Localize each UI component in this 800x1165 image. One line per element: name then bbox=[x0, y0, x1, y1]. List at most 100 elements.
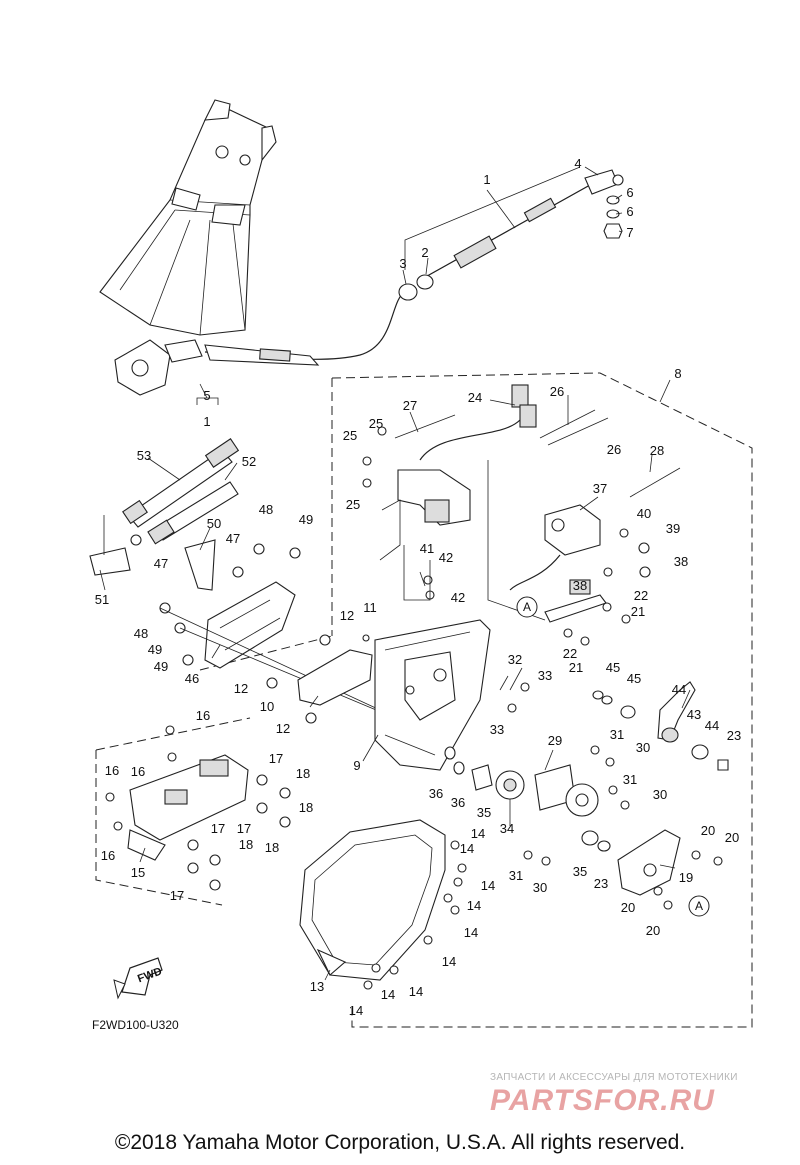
callout-13: 13 bbox=[310, 979, 324, 994]
callout-5: 5 bbox=[203, 388, 210, 403]
callout-44: 44 bbox=[672, 682, 686, 697]
watermark-logo: PARTSFOR.RU bbox=[490, 1084, 715, 1117]
callout-31: 31 bbox=[623, 772, 637, 787]
callout-24: 24 bbox=[468, 390, 482, 405]
callout-23: 23 bbox=[594, 876, 608, 891]
callout-18: 18 bbox=[299, 800, 313, 815]
callout-16: 16 bbox=[101, 848, 115, 863]
callout-17: 17 bbox=[211, 821, 225, 836]
callout-40: 40 bbox=[637, 506, 651, 521]
callout-18: 18 bbox=[296, 766, 310, 781]
callout-20: 20 bbox=[621, 900, 635, 915]
callout-20: 20 bbox=[701, 823, 715, 838]
callout-16: 16 bbox=[105, 763, 119, 778]
callout-36: 36 bbox=[429, 786, 443, 801]
callout-4: 4 bbox=[574, 156, 581, 171]
ref-circle-a-1: A bbox=[523, 600, 531, 614]
ref-circle-a-2: A bbox=[695, 899, 703, 913]
callout-14: 14 bbox=[409, 984, 423, 999]
callout-34: 34 bbox=[500, 821, 514, 836]
callout-42: 42 bbox=[439, 550, 453, 565]
callout-51: 51 bbox=[95, 592, 109, 607]
callout-46: 46 bbox=[185, 671, 199, 686]
sensor-bracket-image bbox=[509, 504, 651, 646]
callout-32: 32 bbox=[508, 652, 522, 667]
callout-31: 31 bbox=[509, 868, 523, 883]
callout-49: 49 bbox=[148, 642, 162, 657]
callout-49: 49 bbox=[154, 659, 168, 674]
callout-1: 1 bbox=[483, 172, 490, 187]
callout-44: 44 bbox=[705, 718, 719, 733]
callout-22: 22 bbox=[634, 588, 648, 603]
cable-ties-image bbox=[394, 409, 681, 498]
callout-42: 42 bbox=[451, 590, 465, 605]
callout-17: 17 bbox=[269, 751, 283, 766]
callout-3: 3 bbox=[399, 256, 406, 271]
callout-33: 33 bbox=[490, 722, 504, 737]
callout-20: 20 bbox=[725, 830, 739, 845]
callout-17: 17 bbox=[237, 821, 251, 836]
copyright-notice: ©2018 Yamaha Motor Corporation, U.S.A. A… bbox=[114, 1131, 686, 1154]
callout-27: 27 bbox=[403, 398, 417, 413]
callout-43: 43 bbox=[687, 707, 701, 722]
callout-14: 14 bbox=[460, 841, 474, 856]
callout-38: 38 bbox=[674, 554, 688, 569]
main-bracket-image bbox=[374, 571, 530, 771]
callout-26: 26 bbox=[607, 442, 621, 457]
callout-30: 30 bbox=[636, 740, 650, 755]
callout-18: 18 bbox=[265, 840, 279, 855]
callout-1: 1 bbox=[203, 414, 210, 429]
callout-14: 14 bbox=[442, 954, 456, 969]
mounting-plate-image bbox=[159, 581, 401, 724]
callout-19: 19 bbox=[679, 870, 693, 885]
callout-18: 18 bbox=[239, 837, 253, 852]
callout-23: 23 bbox=[727, 728, 741, 743]
callout-52: 52 bbox=[242, 454, 256, 469]
callout-45: 45 bbox=[627, 671, 641, 686]
callout-6: 6 bbox=[626, 204, 633, 219]
callout-49: 49 bbox=[299, 512, 313, 527]
leader-lines bbox=[99, 166, 691, 981]
callout-53: 53 bbox=[137, 448, 151, 463]
callout-36: 36 bbox=[451, 795, 465, 810]
callout-48: 48 bbox=[259, 502, 273, 517]
callout-20: 20 bbox=[646, 923, 660, 938]
callout-39: 39 bbox=[666, 521, 680, 536]
callout-16: 16 bbox=[196, 708, 210, 723]
callout-9: 9 bbox=[353, 758, 360, 773]
throttle-cable-image bbox=[204, 169, 624, 366]
diagram-code: F2WD100-U320 bbox=[92, 1018, 179, 1032]
control-unit-image bbox=[105, 725, 291, 891]
callout-25: 25 bbox=[369, 416, 383, 431]
assembly-boundary bbox=[95, 372, 753, 1028]
callout-50: 50 bbox=[207, 516, 221, 531]
callout-8: 8 bbox=[674, 366, 681, 381]
callout-15: 15 bbox=[131, 865, 145, 880]
callout-25: 25 bbox=[343, 428, 357, 443]
callout-33: 33 bbox=[538, 668, 552, 683]
callout-21: 21 bbox=[631, 604, 645, 619]
watermark-text: ЗАПЧАСТИ И АКСЕССУАРЫ ДЛЯ МОТОТЕХНИКИ bbox=[490, 1072, 738, 1083]
callout-30: 30 bbox=[653, 787, 667, 802]
callout-26: 26 bbox=[550, 384, 564, 399]
callout-17: 17 bbox=[170, 888, 184, 903]
callout-41: 41 bbox=[420, 541, 434, 556]
callout-25: 25 bbox=[346, 497, 360, 512]
callout-14: 14 bbox=[349, 1003, 363, 1018]
callout-22: 22 bbox=[563, 646, 577, 661]
callout-11: 11 bbox=[363, 600, 377, 615]
callout-38: 38 bbox=[573, 578, 587, 593]
callout-12: 12 bbox=[234, 681, 248, 696]
callout-7: 7 bbox=[626, 225, 633, 240]
callout-14: 14 bbox=[464, 925, 478, 940]
left-linkage-image bbox=[89, 438, 301, 666]
callout-16: 16 bbox=[131, 764, 145, 779]
callout-14: 14 bbox=[481, 878, 495, 893]
lever-bracket-image bbox=[592, 681, 729, 910]
wire-harness-image bbox=[362, 384, 537, 526]
callout-numbers: 1123456678910111212121314141414141414141… bbox=[95, 156, 741, 1018]
callout-29: 29 bbox=[548, 733, 562, 748]
callout-28: 28 bbox=[650, 443, 664, 458]
callout-35: 35 bbox=[477, 805, 491, 820]
